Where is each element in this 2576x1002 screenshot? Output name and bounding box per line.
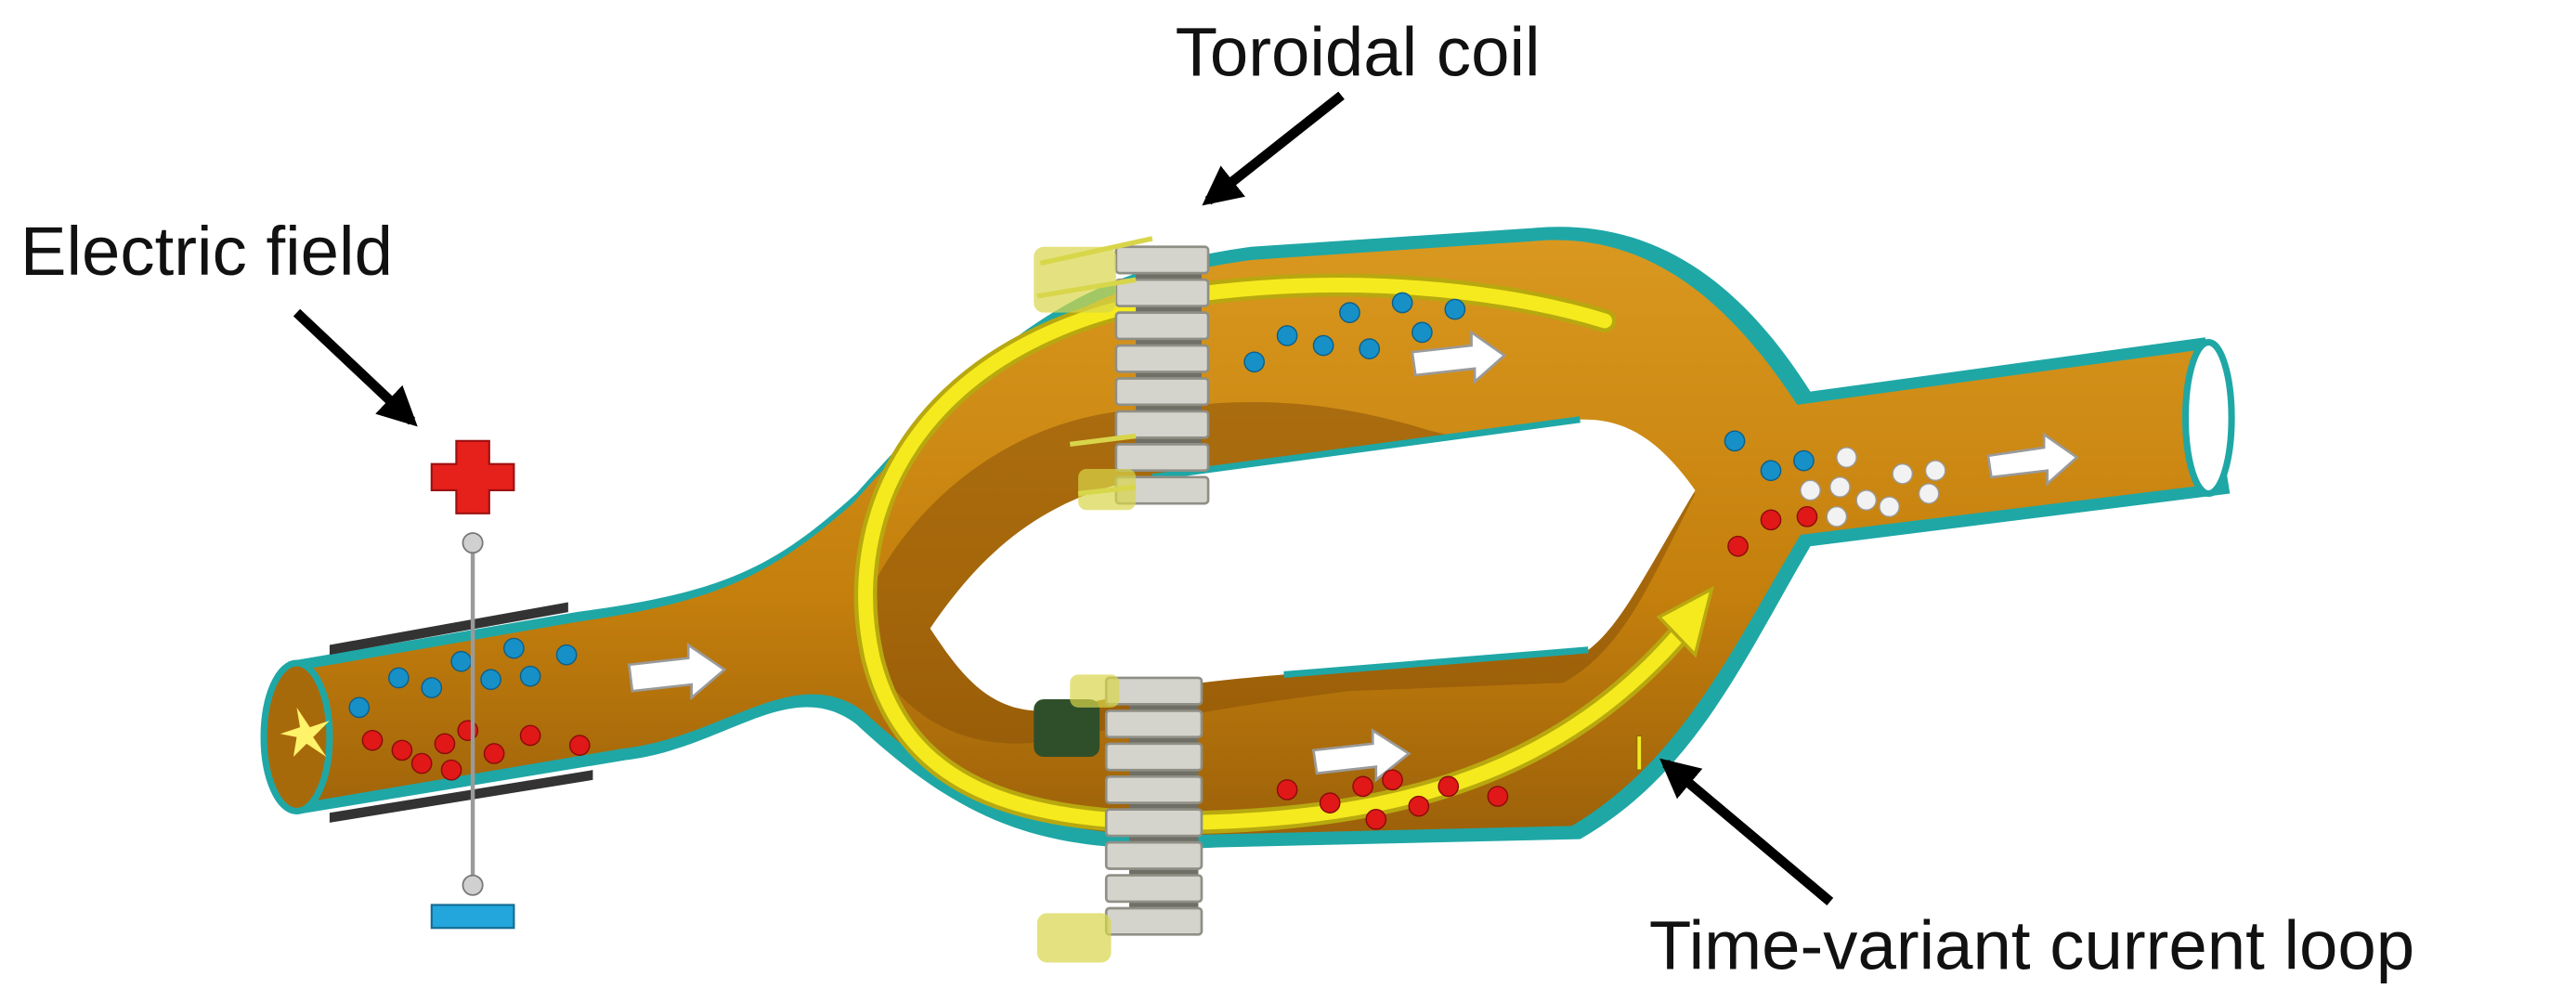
outlet-mouth <box>2181 338 2235 498</box>
plus-electrode-icon <box>430 439 515 514</box>
flow-arrow-icon <box>627 643 727 701</box>
flow-arrow-icon <box>1411 330 1507 385</box>
particles-lower-branch <box>1276 769 1509 830</box>
toroidal-coil-upper <box>1034 236 1210 511</box>
toroidal-coil-lower <box>1034 674 1203 963</box>
pointer-arrow-icon <box>293 308 418 427</box>
electric-field-electrodes <box>430 439 515 930</box>
spark-icon <box>280 707 330 758</box>
label-toroidal-coil: Toroidal coil <box>1176 14 1541 91</box>
particles-upper-branch <box>1243 292 1466 373</box>
current-loop: I <box>853 273 1714 835</box>
flow-arrow-icon <box>1986 432 2079 487</box>
particles-inlet <box>280 637 591 781</box>
label-current-loop: Time-variant current loop <box>1649 907 2414 984</box>
flow-arrow-icon <box>1311 728 1412 783</box>
label-electric-field: Electric field <box>20 213 393 290</box>
current-symbol: I <box>1633 726 1646 781</box>
particles-outlet <box>1724 430 1946 557</box>
current-loop-arrowhead <box>1656 585 1714 658</box>
tube <box>260 227 2235 850</box>
minus-electrode-icon <box>430 904 515 930</box>
pointer-arrows <box>293 91 1834 905</box>
pointer-arrow-icon <box>1659 758 1834 905</box>
flow-arrows <box>627 330 2079 783</box>
pointer-arrow-icon <box>1202 91 1345 206</box>
